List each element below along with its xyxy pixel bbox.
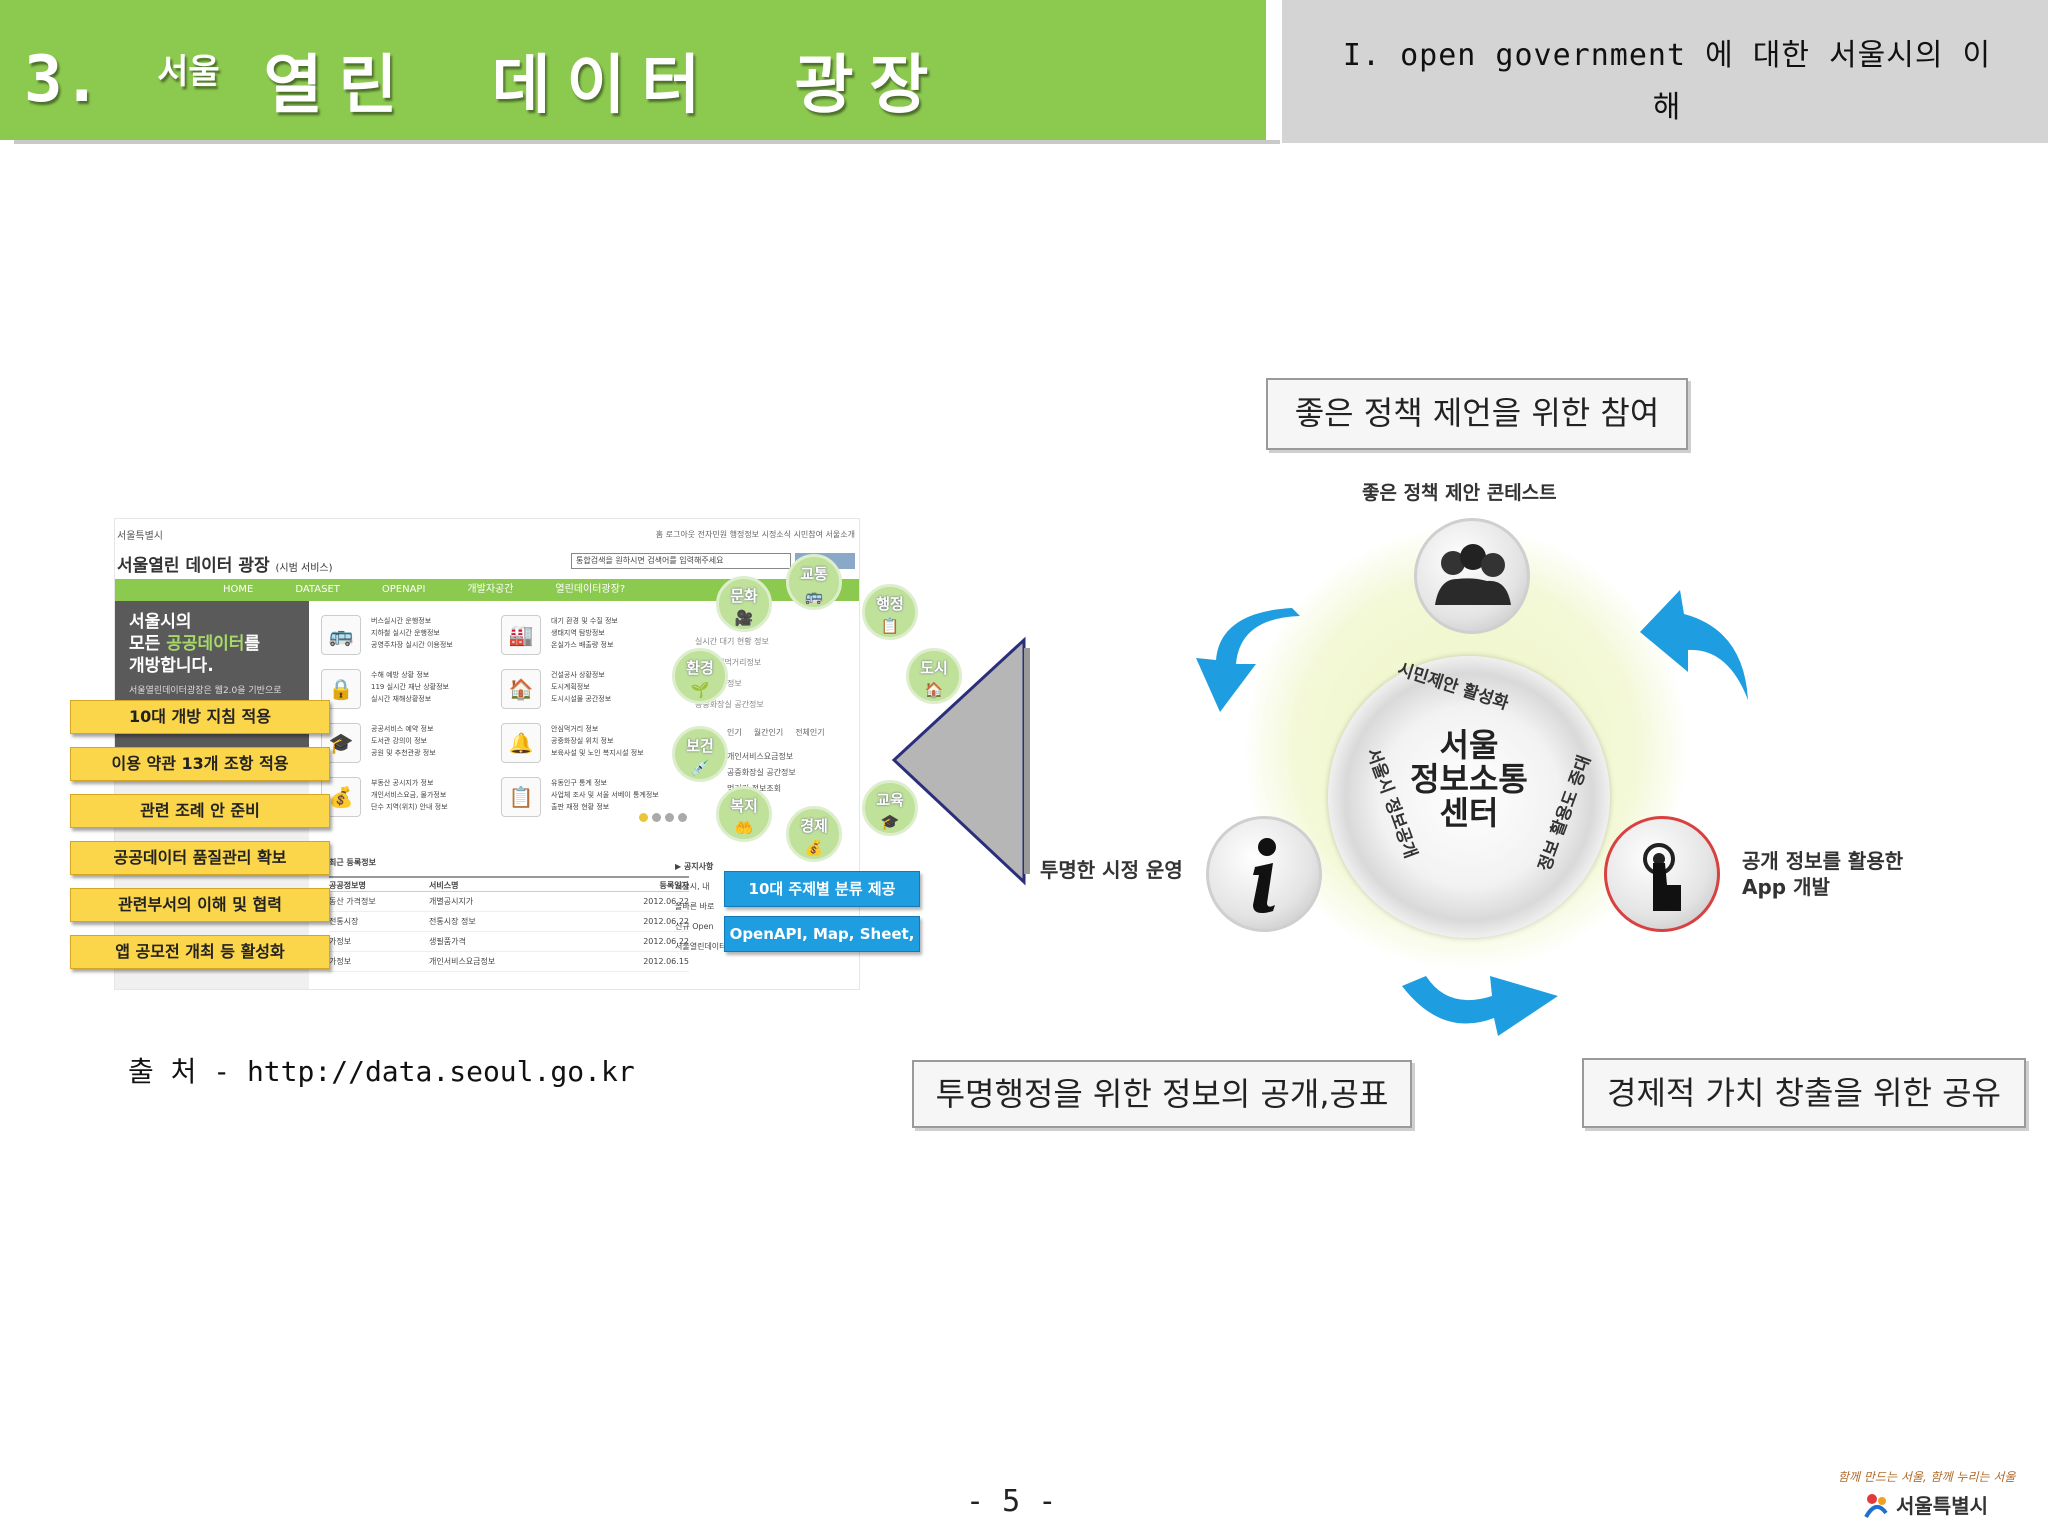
policy-label: 앱 공모전 개최 등 활성화 <box>70 935 330 969</box>
arrow-right-icon <box>1640 590 1748 700</box>
lock-icon: 🔒 <box>321 669 361 709</box>
connector-triangle <box>891 636 1030 886</box>
category-culture: 문화🎥 <box>716 576 772 632</box>
table-caption: 최근 등록정보 <box>329 858 376 867</box>
policy-label: 공공데이터 품질관리 확보 <box>70 841 330 875</box>
bus-icon: 🚌 <box>321 615 361 655</box>
feature-label: OpenAPI, Map, Sheet, File등 <box>724 916 920 977</box>
category-education: 교육🎓 <box>862 780 918 836</box>
category-city: 도시🏠 <box>906 648 962 704</box>
section-title: I. open government 에 대한 서울시의 이 해 <box>1302 30 2032 134</box>
site-title: 서울열린 데이터 광장 (시범 서비스) <box>117 551 333 576</box>
hands-icon: 🤲 <box>734 819 754 837</box>
title-number: 3. <box>24 43 102 117</box>
bell-icon: 🔔 <box>501 723 541 763</box>
policy-label: 이용 약관 13개 조항 적용 <box>70 747 330 781</box>
site-title-text: 서울열린 데이터 광장 <box>117 556 270 576</box>
category-health: 보건💉 <box>672 726 728 782</box>
syringe-icon: 💉 <box>690 759 710 777</box>
hero-line1: 서울시의 <box>129 612 192 632</box>
bus-icon: 🚌 <box>804 587 824 605</box>
nav-about: 열린데이터광장? <box>555 584 626 595</box>
top-links: 홈 로그아웃 전자민원 행정정보 시정소식 시민참여 서울소개 <box>655 530 855 539</box>
policy-label: 10대 개방 지침 적용 <box>70 700 330 734</box>
camera-icon: 🎥 <box>734 609 754 627</box>
touch-icon <box>1604 816 1720 932</box>
sharing-box: 경제적 가치 창출을 위한 공유 <box>1582 1058 2026 1128</box>
center-ring <box>1328 656 1610 938</box>
nav-openapi: OPENAPI <box>381 584 426 595</box>
page-number: - 5 - <box>966 1484 1057 1519</box>
transparent-caption: 투명한 시정 운영 <box>1040 858 1183 882</box>
nav-developer: 개발자공간 <box>467 584 514 595</box>
people-icon <box>1414 518 1530 634</box>
section-title-line1: I. open government 에 대한 서울시의 이 <box>1342 38 1992 73</box>
hero-line4: 서울열린데이터광장은 웹2.0을 기반으로 <box>129 686 282 696</box>
search-input: 통합검색을 원하시면 검색어를 입력해주세요 <box>571 553 791 569</box>
graduation-cap-icon: 🎓 <box>880 813 900 831</box>
nav-dataset: DATASET <box>295 584 340 595</box>
factory-icon: 🏭 <box>501 615 541 655</box>
document-icon: 📋 <box>501 777 541 817</box>
category-admin: 행정📋 <box>862 584 918 640</box>
seoul-symbol-icon <box>1864 1493 1888 1518</box>
house-icon: 🏠 <box>501 669 541 709</box>
app-caption: 공개 정보를 활용한 App 개발 <box>1742 849 1904 899</box>
section-title-line2: 해 <box>1652 90 1682 125</box>
category-welfare: 복지🤲 <box>716 786 772 842</box>
title-text: 열린 데이터 광장 <box>263 49 945 123</box>
category-economy: 경제💰 <box>786 806 842 862</box>
site-title-suffix: (시범 서비스) <box>275 563 333 574</box>
hero-line3: 개방합니다. <box>129 656 214 676</box>
source-citation: 출 처 - http://data.seoul.go.kr <box>128 1055 635 1088</box>
seoul-logo: 서울특별시 <box>1862 1490 1988 1519</box>
policy-label: 관련 조례 안 준비 <box>70 794 330 828</box>
feature-label: 10대 주제별 분류 제공 <box>724 871 920 907</box>
document-icon: 📋 <box>880 617 900 635</box>
info-icon <box>1206 816 1322 932</box>
category-traffic: 교통🚌 <box>786 554 842 610</box>
center-title: 서울 정보소통 센터 <box>1410 726 1528 832</box>
arrow-bottom-icon <box>1402 976 1558 1036</box>
site-nav: HOME DATASET OPENAPI 개발자공간 열린데이터광장? <box>115 579 859 601</box>
money-icon: 💰 <box>804 839 824 857</box>
plant-icon: 🌱 <box>690 681 710 699</box>
nav-home: HOME <box>223 584 254 595</box>
header-banner <box>0 0 1266 140</box>
slide-title: 3. 서울 열린 데이터 광장 <box>24 40 944 123</box>
house-icon: 🏠 <box>924 681 944 699</box>
seoul-logo-text: 서울특별시 <box>1896 1494 1988 1518</box>
policy-label: 관련부서의 이해 및 협력 <box>70 888 330 922</box>
seoul-logo-small: 서울특별시 <box>117 531 163 542</box>
transparency-box: 투명행정을 위한 정보의 공개,공표 <box>912 1060 1412 1128</box>
carousel-dots <box>639 813 687 822</box>
slogan: 함께 만드는 서울, 함께 누리는 서울 <box>1838 1470 2016 1484</box>
participation-box: 좋은 정책 제언을 위한 참여 <box>1266 378 1688 450</box>
title-prefix: 서울 <box>157 51 220 92</box>
arrow-left-icon <box>1196 608 1300 712</box>
header-shadow <box>14 140 1280 144</box>
hero-line2: 모든 공공데이터를 <box>129 634 261 654</box>
contest-caption: 좋은 정책 제안 콘테스트 <box>1362 482 1557 504</box>
section-banner: I. open government 에 대한 서울시의 이 해 <box>1282 0 2048 143</box>
category-environment: 환경🌱 <box>672 648 728 704</box>
